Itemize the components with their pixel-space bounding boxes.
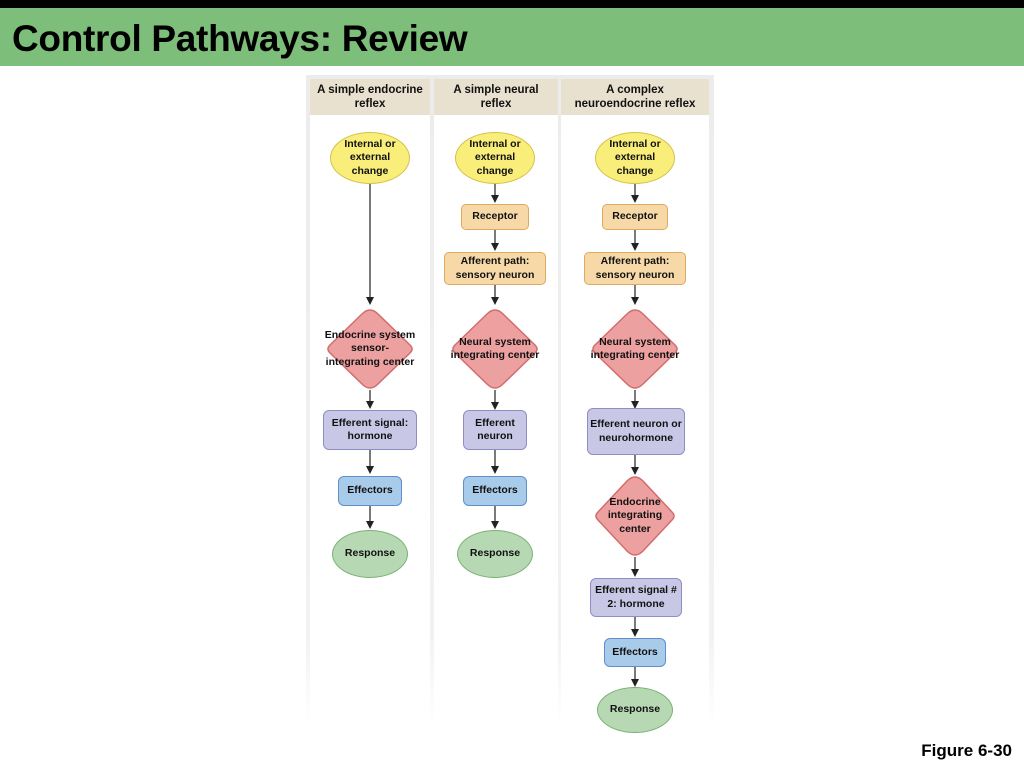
diamond-shape — [592, 309, 678, 389]
column-header-neuroendocrine — [561, 79, 709, 115]
integrating-center-neural-label: Neural system integrating center — [450, 335, 540, 362]
figure-label: Figure 6-30 — [921, 741, 1012, 760]
diamond-shape — [452, 309, 538, 389]
endocrine-integrating-center: Endocrine integrating center — [592, 475, 678, 557]
afferent-path-neural: Afferent path: sensory neuron — [444, 252, 546, 285]
endocrine-integrating-center-label: Endocrine integrating center — [607, 495, 663, 535]
response-neural: Response — [457, 530, 533, 578]
efferent-neuron-or-neurohormone: Efferent neuron or neurohormone — [587, 408, 685, 455]
diamond-shape — [595, 476, 675, 556]
column-title-neuroendocrine: A complex neuroendocrine reflex — [574, 84, 696, 110]
receptor-neural: Receptor — [461, 204, 529, 230]
integrating-center-neuroendocrine: Neural system integrating center — [589, 308, 681, 390]
efferent-neuron: Efferent neuron — [463, 410, 527, 450]
integrating-center-neuroendocrine-label: Neural system integrating center — [590, 335, 680, 362]
integrating-center-endocrine: Endocrine system sensor-integrating cent… — [324, 308, 416, 390]
stimulus-neuroendocrine: Internal or external change — [595, 132, 675, 184]
receptor-neuroendocrine: Receptor — [602, 204, 668, 230]
title-bar: Control Pathways: Review — [0, 8, 1024, 66]
efferent-signal-hormone: Efferent signal: hormone — [323, 410, 417, 450]
response-neuroendocrine: Response — [597, 687, 673, 733]
top-border — [0, 0, 1024, 8]
effectors-neuroendocrine: Effectors — [604, 638, 666, 667]
integrating-center-endocrine-label: Endocrine system sensor-integrating cent… — [324, 328, 416, 368]
integrating-center-neural: Neural system integrating center — [449, 308, 541, 390]
effectors-neural: Effectors — [463, 476, 527, 506]
slide-title: Control Pathways: Review — [12, 18, 468, 59]
afferent-path-neuroendocrine: Afferent path: sensory neuron — [584, 252, 686, 285]
response-endocrine: Response — [332, 530, 408, 578]
efferent-signal-2-hormone: Efferent signal # 2: hormone — [590, 578, 682, 617]
control-pathways-figure: A simple endocrine reflex A simple neura… — [306, 75, 714, 733]
column-header-endocrine — [310, 79, 430, 115]
effectors-endocrine: Effectors — [338, 476, 402, 506]
stimulus-neural: Internal or external change — [455, 132, 535, 184]
diamond-shape — [327, 309, 413, 389]
column-title-neural: A simple neural reflex — [453, 84, 539, 110]
column-title-endocrine: A simple endocrine reflex — [317, 84, 423, 110]
stimulus-endocrine: Internal or external change — [330, 132, 410, 184]
column-header-neural — [434, 79, 558, 115]
